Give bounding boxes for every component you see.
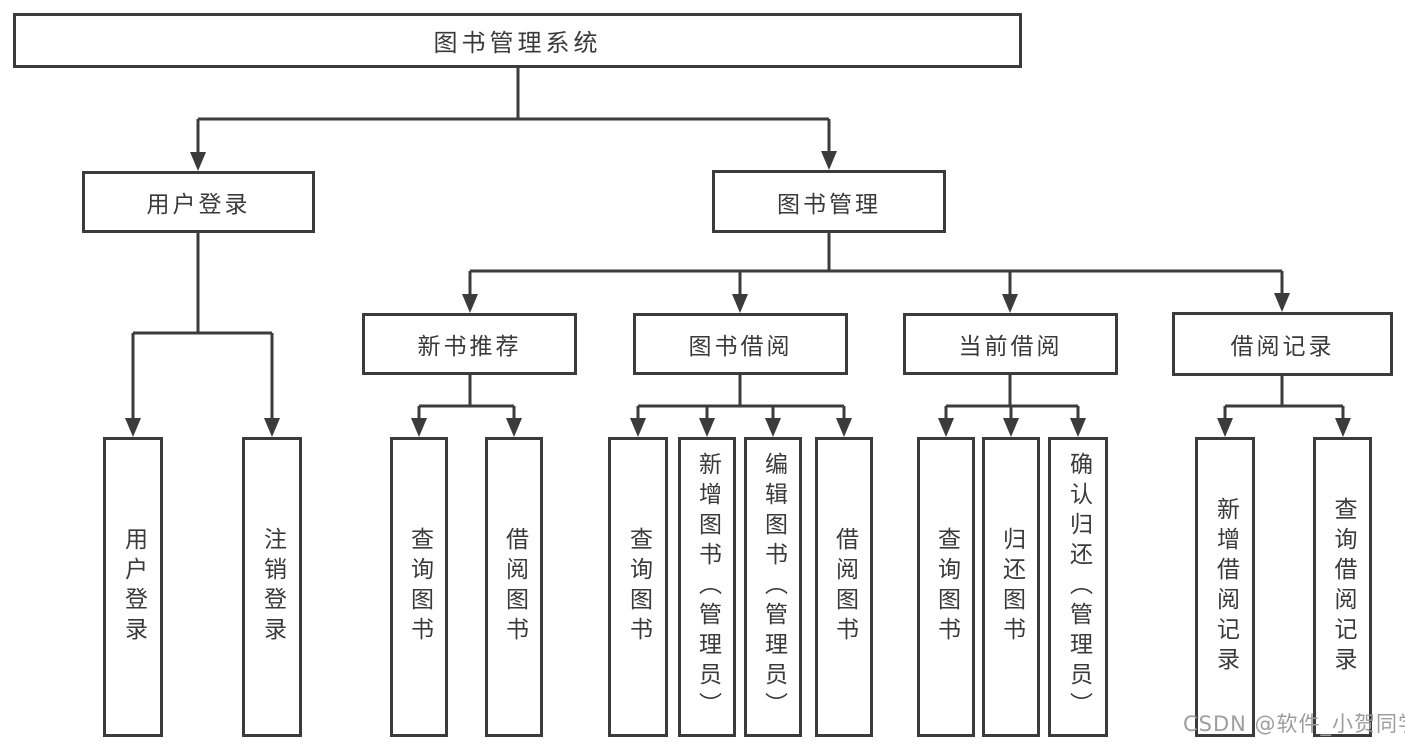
leaf-current-confirm-return-admin-label: 确认归还（管理员）	[1065, 452, 1092, 722]
leaf-borrow-query-books-label: 查询图书	[625, 527, 652, 647]
leaf-records-add-record-label: 新增借阅记录	[1212, 497, 1239, 677]
leaf-current-return-books: 归还图书	[982, 437, 1040, 737]
leaf-borrow-edit-books-admin: 编辑图书（管理员）	[744, 437, 802, 737]
leaf-borrow-edit-books-admin-label: 编辑图书（管理员）	[760, 452, 787, 722]
leaf-borrow-borrow-books-label: 借阅图书	[831, 527, 858, 647]
node-user-login: 用户登录	[82, 171, 315, 233]
leaf-borrow-query-books: 查询图书	[608, 437, 668, 737]
leaf-user-login: 用户登录	[103, 437, 163, 737]
leaf-current-confirm-return-admin: 确认归还（管理员）	[1048, 437, 1108, 737]
leaf-borrow-add-books-admin: 新增图书（管理员）	[678, 437, 736, 737]
leaf-current-query-books-label: 查询图书	[933, 527, 960, 647]
csdn-watermark: CSDN @软件_小贺同学	[1183, 712, 1405, 736]
leaf-records-query-record: 查询借阅记录	[1313, 437, 1372, 737]
node-current-borrowing: 当前借阅	[903, 313, 1118, 375]
leaf-logout-login-label: 注销登录	[259, 527, 286, 647]
leaf-borrow-borrow-books: 借阅图书	[815, 437, 873, 737]
leaf-records-add-record: 新增借阅记录	[1195, 437, 1255, 737]
node-book-management: 图书管理	[712, 170, 946, 233]
leaf-newbook-borrow-books: 借阅图书	[485, 437, 543, 737]
leaf-logout-login: 注销登录	[242, 437, 302, 737]
node-borrowing-records: 借阅记录	[1172, 312, 1393, 376]
leaf-records-query-record-label: 查询借阅记录	[1330, 497, 1356, 677]
node-book-borrowing: 图书借阅	[633, 313, 848, 375]
leaf-user-login-label: 用户登录	[120, 527, 147, 647]
leaf-newbook-borrow-books-label: 借阅图书	[501, 527, 528, 647]
leaf-newbook-query-books: 查询图书	[390, 437, 448, 737]
leaf-borrow-add-books-admin-label: 新增图书（管理员）	[694, 452, 721, 722]
leaf-newbook-query-books-label: 查询图书	[406, 527, 433, 647]
node-library-management-system: 图书管理系统	[13, 13, 1022, 68]
leaf-current-query-books: 查询图书	[917, 437, 975, 737]
arrowheads	[125, 151, 1351, 437]
node-new-book-recommend: 新书推荐	[362, 313, 577, 375]
leaf-current-return-books-label: 归还图书	[998, 527, 1025, 647]
